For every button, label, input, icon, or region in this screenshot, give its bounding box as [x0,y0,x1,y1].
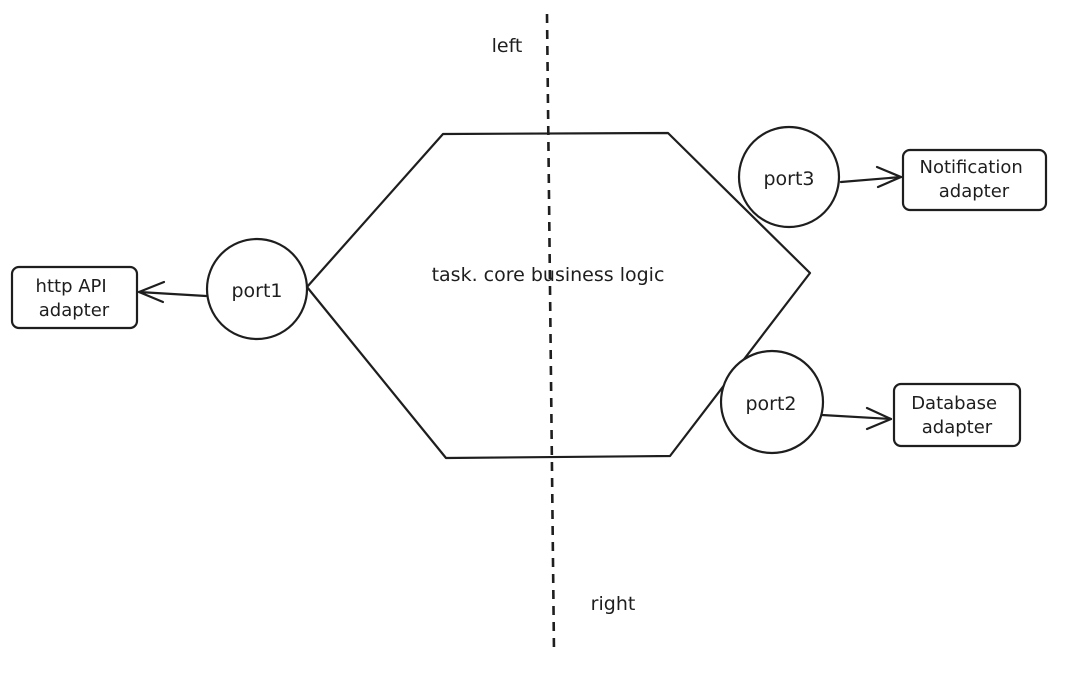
http-api-adapter-line1: http API [36,276,107,297]
notification-adapter-line1: Notification [919,157,1022,178]
database-adapter-line1: Database [911,393,997,414]
arrow-port1-to-http-adapter-shaft [137,290,208,298]
port3-circle[interactable] [737,125,841,229]
arrow-port2-to-database-adapter-shaft [820,413,893,421]
http-api-adapter-line2: adapter [39,300,110,321]
http-api-adapter-label: http API adapter [36,276,113,321]
notification-adapter-line2: adapter [939,181,1010,202]
arrow-port2-to-database-adapter-head [865,406,893,431]
port1-label: port1 [231,280,282,302]
port2-circle[interactable] [719,349,825,455]
http-api-adapter-box[interactable] [10,265,139,330]
divider-right-label: right [591,593,636,615]
arrow-port3-to-notification-adapter [839,165,903,189]
port2-label: port2 [745,393,796,415]
notification-adapter-box[interactable] [901,148,1048,212]
arrow-port3-to-notification-adapter-shaft [839,175,903,184]
database-adapter-line2: adapter [922,417,993,438]
database-adapter-label: Database adapter [911,393,1003,438]
notification-adapter-label: Notification adapter [919,157,1028,202]
arrow-port3-to-notification-adapter-head [875,165,903,189]
port3-label: port3 [763,168,814,190]
core-label: task. core business logic [432,264,665,286]
arrow-port2-to-database-adapter [820,406,893,431]
database-adapter-box[interactable] [892,382,1022,448]
divider-line [545,13,556,653]
arrow-port1-to-http-adapter [137,280,208,304]
port1-circle[interactable] [205,237,309,341]
arrow-port1-to-http-adapter-head [137,280,166,304]
divider-left-label: left [492,35,523,57]
